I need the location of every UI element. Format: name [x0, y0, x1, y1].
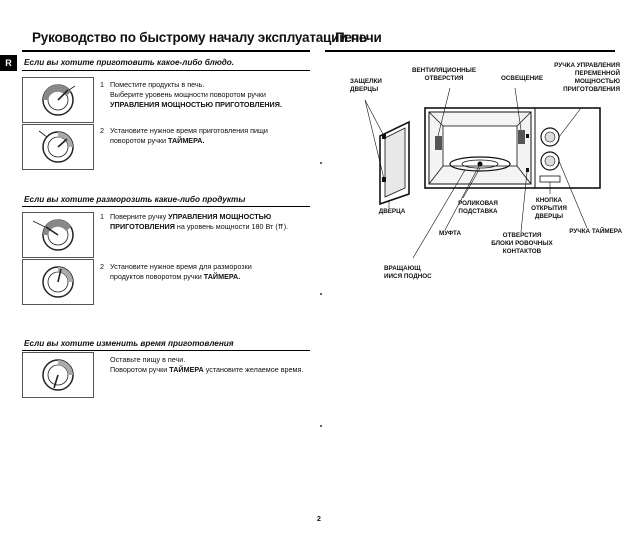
- binding-dot: [320, 293, 322, 295]
- section-rule-change-time: [22, 350, 310, 351]
- right-title-rule: [325, 50, 615, 52]
- power-knob-illustration: [22, 77, 94, 123]
- oven-diagram: [364, 87, 601, 259]
- cook-step-2: Установите нужное время приготовления пи…: [110, 126, 268, 145]
- binding-dot: [320, 425, 322, 427]
- section-heading-defrost: Если вы хотите разморозить какие-либо пр…: [24, 195, 246, 204]
- label-coupler: МУФТА: [438, 230, 462, 237]
- light-openings: [518, 130, 525, 144]
- page-number: 2: [317, 516, 321, 523]
- section-rule-cook: [22, 70, 310, 71]
- label-roller: РОЛИКОВАЯ ПОДСТАВКА: [458, 200, 498, 215]
- section-rule-defrost: [22, 206, 310, 207]
- door-open-button: [539, 175, 561, 183]
- section-heading-change-time: Если вы хотите изменить время приготовле…: [24, 339, 234, 348]
- right-title: Печь: [335, 30, 368, 45]
- timer-knob-illustration: [22, 124, 94, 170]
- label-timer-knob: РУЧКА ТАЙМЕРА: [569, 228, 622, 235]
- defrost-power-knob-illustration: [22, 212, 94, 258]
- cook-step-1-number: 1: [100, 80, 104, 89]
- section-heading-cook: Если вы хотите приготовить какое-либо бл…: [24, 58, 235, 67]
- door-latch-top: [382, 134, 386, 139]
- label-interlock: ОТВЕРСТИЯ БЛОКИ РОВОЧНЫХ КОНТАКТОВ: [491, 232, 553, 255]
- binding-dot: [320, 162, 322, 164]
- interlock-hole-bottom: [526, 168, 529, 172]
- label-door: ДВЕРЦА: [378, 208, 406, 215]
- label-power-knob: РУЧКА УПРАВЛЕНИЯ ПЕРЕМЕННОЙ МОЩНОСТЬЮ ПР…: [554, 62, 620, 93]
- label-turntable: ВРАЩАЮЩ ИИСЯ ПОДНОС: [384, 265, 432, 280]
- label-vents: ВЕНТИЛЯЦИОННЫЕ ОТВЕРСТИЯ: [411, 67, 477, 82]
- defrost-step-2: Установите нужное время для разморозки п…: [110, 262, 252, 281]
- interlock-hole-top: [526, 134, 529, 138]
- change-time-knob-illustration: [22, 352, 94, 398]
- left-title-rule: [22, 50, 310, 52]
- vent-openings: [435, 136, 442, 150]
- left-title: Руководство по быстрому началу эксплуата…: [32, 30, 382, 45]
- label-light: ОСВЕЩЕНИЕ: [500, 75, 544, 82]
- defrost-timer-knob-illustration: [22, 259, 94, 305]
- defrost-step-1-number: 1: [100, 212, 104, 221]
- defrost-step-2-number: 2: [100, 262, 104, 271]
- label-open-button: КНОПКА ОТКРЫТИЯ ДВЕРЦЫ: [531, 197, 567, 220]
- label-door-latches: ЗАЩЕЛКИ ДВЕРЦЫ: [350, 78, 382, 93]
- cook-step-2-number: 2: [100, 126, 104, 135]
- change-time-step: Оставьте пищу в печи. Поворотом ручки ТА…: [110, 355, 304, 374]
- language-tab: R: [0, 55, 17, 71]
- defrost-step-1: Поверните ручку УПРАВЛЕНИЯ МОЩНОСТЬЮ ПРИ…: [110, 212, 289, 231]
- door-latch-bottom: [382, 177, 386, 182]
- cook-step-1: Поместите продукты в печь. Выберите уров…: [110, 80, 282, 109]
- turntable: [449, 156, 511, 172]
